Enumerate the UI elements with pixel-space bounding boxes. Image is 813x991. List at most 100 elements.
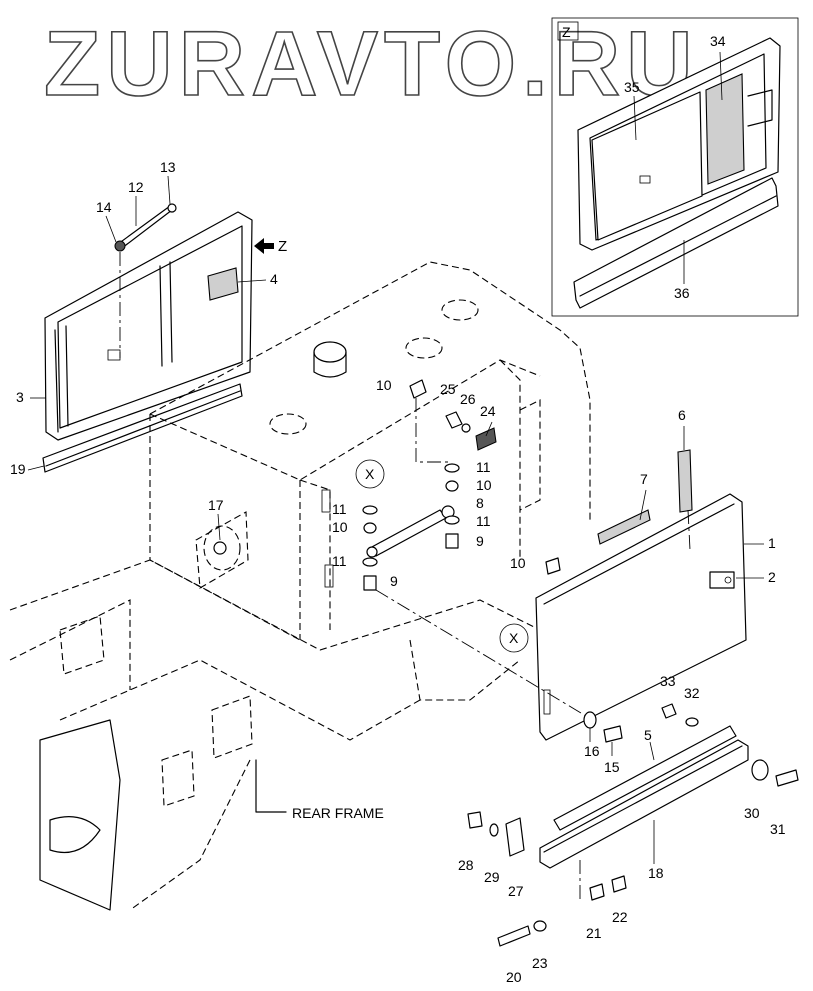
ref-mark-x-1 xyxy=(355,459,385,489)
label-22: 22 xyxy=(612,909,628,925)
label-32: 32 xyxy=(684,685,700,701)
frame-notch xyxy=(409,639,521,701)
frame-pin-boss xyxy=(49,816,101,854)
label-31: 31 xyxy=(770,821,786,837)
label-11c: 11 xyxy=(332,501,347,517)
label-1: 1 xyxy=(768,535,776,551)
detail-panel-hole xyxy=(639,175,651,184)
nut-10-b xyxy=(445,480,459,492)
label-36: 36 xyxy=(674,285,690,301)
label-12: 12 xyxy=(128,179,144,195)
rear-frame: REAR FRAME xyxy=(9,559,561,911)
hood-right-edge xyxy=(499,359,521,560)
washer-23 xyxy=(533,920,547,932)
ref-mark-x-2 xyxy=(499,623,529,653)
stud-25 xyxy=(445,411,463,429)
label-28: 28 xyxy=(458,857,474,873)
detail-z-label: Z xyxy=(562,24,571,40)
detail-bracket xyxy=(747,89,773,127)
stay-clip-13 xyxy=(167,203,177,213)
label-18: 18 xyxy=(648,865,664,881)
label-8: 8 xyxy=(476,495,484,511)
leader-4 xyxy=(237,279,267,283)
frame-mid xyxy=(59,659,421,741)
gas-strut-assembly: X X xyxy=(355,379,587,717)
frame-inner xyxy=(9,599,131,690)
side-door-1 xyxy=(535,493,747,741)
strut-end-1 xyxy=(366,546,378,558)
label-11a: 11 xyxy=(476,459,491,475)
detail-pad-34 xyxy=(705,73,745,185)
nut-10-top xyxy=(409,379,427,399)
label-21: 21 xyxy=(586,925,602,941)
label-11d: 11 xyxy=(332,553,347,569)
view-z-arrow-icon xyxy=(254,238,274,254)
nut-10-d xyxy=(545,557,561,575)
leader-19 xyxy=(27,465,45,471)
bolt-17 xyxy=(213,541,227,555)
strut-lower-line xyxy=(375,589,587,717)
frame-leader xyxy=(255,759,287,813)
label-16: 16 xyxy=(584,743,600,759)
label-15: 15 xyxy=(604,759,620,775)
washer-11-b xyxy=(444,515,460,525)
side-door-latch-hole xyxy=(724,576,732,584)
label-10d: 10 xyxy=(510,555,526,571)
detail-strip-line xyxy=(579,195,777,297)
label-10a: 10 xyxy=(376,377,392,393)
side-door-assembly xyxy=(535,449,747,741)
washer-11-c xyxy=(362,505,378,515)
detail-door-inner xyxy=(589,53,767,241)
label-20: 20 xyxy=(506,969,522,985)
label-14: 14 xyxy=(96,199,112,215)
bolt-9-b xyxy=(363,575,377,591)
bracket-27 xyxy=(505,817,525,857)
hood-top-outline xyxy=(149,261,591,520)
leader-24 xyxy=(485,421,493,437)
frame-lower-curve xyxy=(129,759,251,911)
frame-label: REAR FRAME xyxy=(292,805,384,821)
plate-24 xyxy=(475,427,497,451)
door-mid-rail xyxy=(159,265,163,367)
plate-hole xyxy=(203,525,241,571)
door-left-rail xyxy=(54,329,59,433)
bolt-20 xyxy=(497,925,531,947)
label-7: 7 xyxy=(640,471,648,487)
label-4: 4 xyxy=(270,271,278,287)
leader-34 xyxy=(719,51,723,101)
side-door-latch-2 xyxy=(709,571,735,589)
washer-16 xyxy=(583,711,597,729)
door-left-rail-inner xyxy=(65,325,69,427)
side-door-strip-7 xyxy=(597,509,651,545)
washer-11-d xyxy=(362,557,378,567)
rubber-30 xyxy=(751,759,769,781)
nut-22 xyxy=(611,875,627,893)
label-10c: 10 xyxy=(332,519,348,535)
label-23: 23 xyxy=(532,955,548,971)
label-3: 3 xyxy=(16,389,24,405)
label-9b: 9 xyxy=(390,573,398,589)
washer-26 xyxy=(461,423,471,433)
leader-14 xyxy=(105,215,117,243)
label-6: 6 xyxy=(678,407,686,423)
label-19: 19 xyxy=(10,461,26,477)
stay-rod-12 xyxy=(117,205,173,249)
detail-strip-36 xyxy=(573,177,779,309)
leader-17 xyxy=(217,513,221,541)
side-door-seal-6 xyxy=(677,449,693,513)
frame-pad-1 xyxy=(59,615,105,675)
detail-view-z: Z xyxy=(551,17,799,317)
door-strip-19 xyxy=(42,383,243,473)
door-inner-edge xyxy=(57,225,243,429)
label-9a: 9 xyxy=(476,533,484,549)
frame-top xyxy=(9,559,561,651)
hood-hole-2 xyxy=(405,337,443,359)
side-door-top-edge xyxy=(543,503,735,605)
leader-13 xyxy=(167,175,171,205)
nut-33 xyxy=(661,703,677,719)
hood-cap-body xyxy=(313,351,347,378)
stay-bushing-14 xyxy=(114,240,126,252)
label-30: 30 xyxy=(744,805,760,821)
leader-lines xyxy=(27,51,764,864)
